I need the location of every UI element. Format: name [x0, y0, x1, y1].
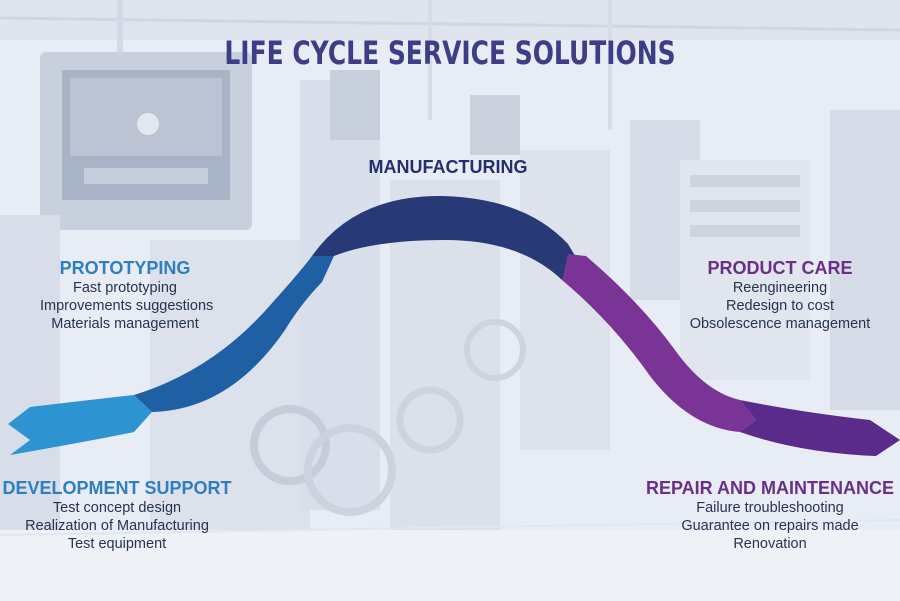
stage-item: Test equipment: [67, 536, 167, 552]
page-title: LIFE CYCLE SERVICE SOLUTIONS: [224, 34, 676, 72]
product-care-arrow: [562, 254, 756, 432]
stage-item: Realization of Manufacturing: [25, 518, 209, 534]
repair-and-maintenance-arrow: [740, 400, 900, 456]
stage-product-care: PRODUCT CARE Reengineering Redesign to c…: [676, 257, 884, 333]
stage-repair-and-maintenance: REPAIR AND MAINTENANCE Failure troublesh…: [640, 477, 900, 553]
stage-item: Test concept design: [52, 500, 182, 516]
stage-heading: PRODUCT CARE: [707, 258, 853, 278]
stage-item: Materials management: [51, 316, 199, 332]
stage-item: Redesign to cost: [725, 298, 834, 314]
stage-item: Obsolescence management: [689, 316, 871, 332]
manufacturing-arrow: [312, 195, 586, 280]
stage-manufacturing: MANUFACTURING: [340, 156, 556, 178]
stage-prototyping: PROTOTYPING Fast prototyping Improvement…: [40, 257, 214, 333]
development-support-arrow: [8, 395, 152, 455]
stage-item: Failure troubleshooting: [696, 500, 844, 516]
stage-heading: PROTOTYPING: [59, 258, 191, 278]
stage-item: Guarantee on repairs made: [681, 518, 859, 534]
stage-item: Reengineering: [732, 280, 828, 296]
stage-development-support: DEVELOPMENT SUPPORT Test concept design …: [0, 477, 234, 553]
stage-heading: REPAIR AND MAINTENANCE: [645, 478, 894, 498]
stage-heading: MANUFACTURING: [368, 157, 528, 177]
stage-item: Renovation: [733, 536, 807, 552]
stage-item: Improvements suggestions: [40, 298, 214, 314]
stage-heading: DEVELOPMENT SUPPORT: [2, 478, 232, 498]
stage-item: Fast prototyping: [73, 280, 177, 296]
prototyping-arrow: [134, 256, 334, 412]
